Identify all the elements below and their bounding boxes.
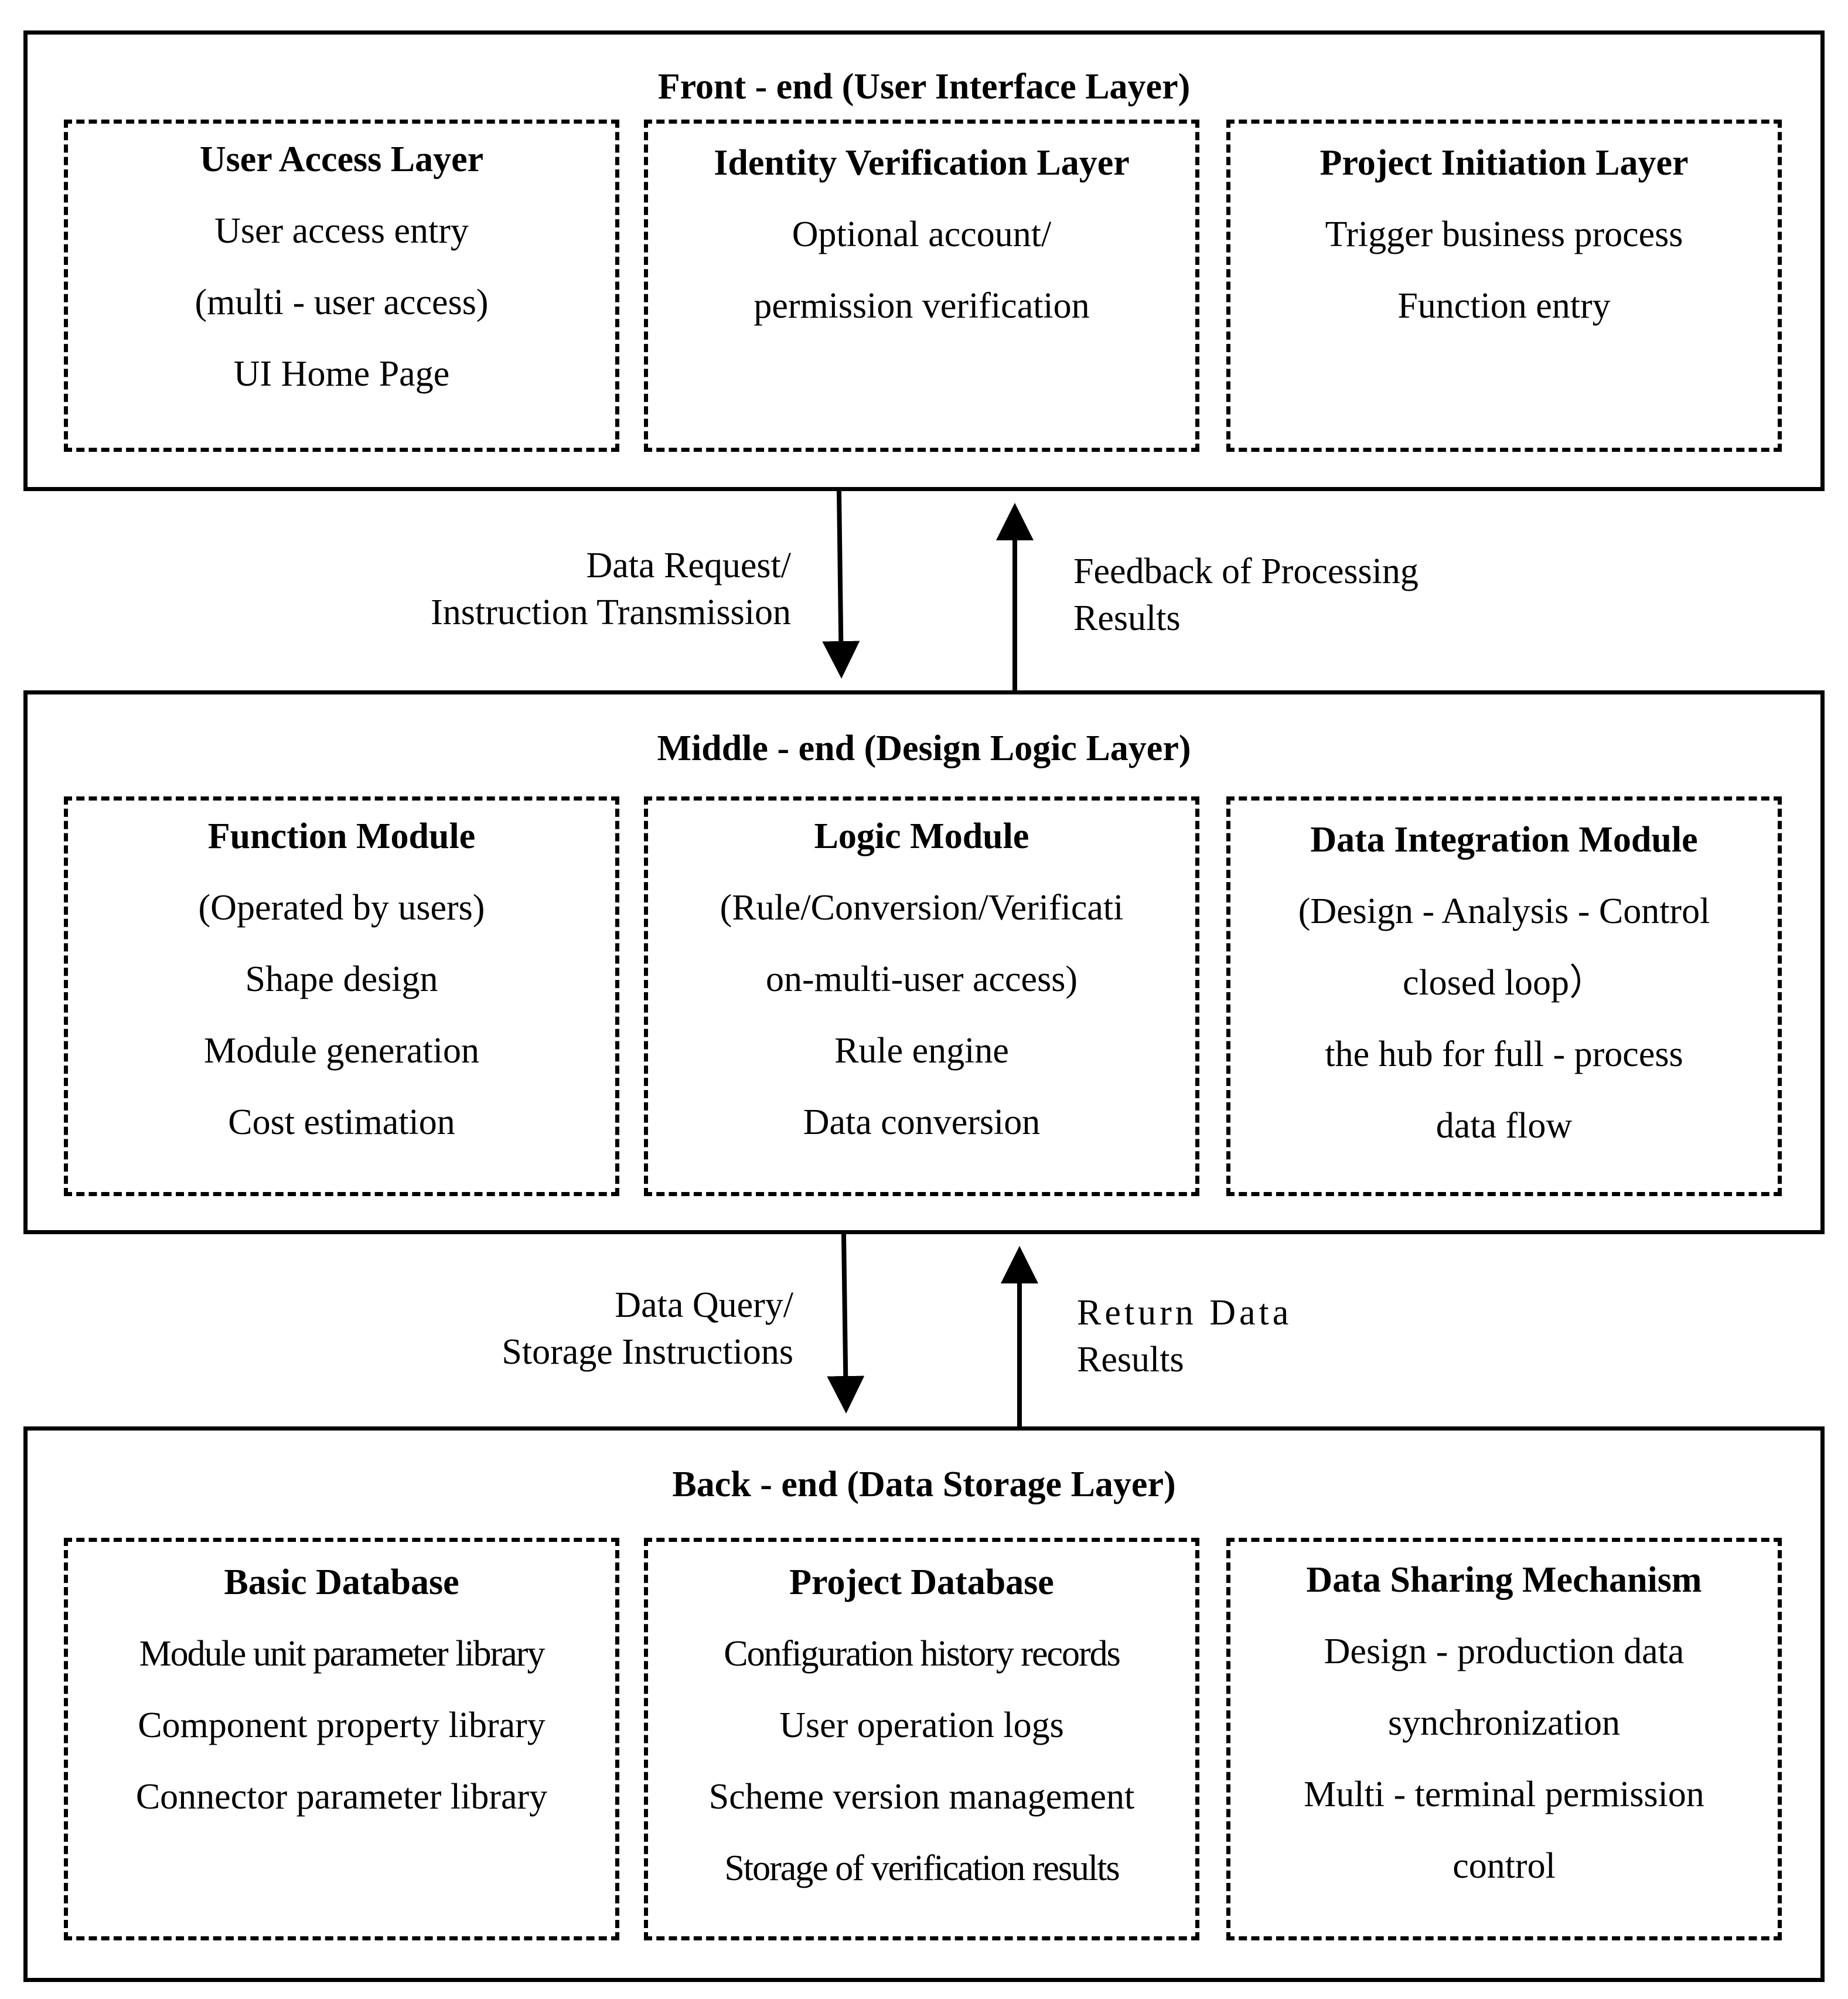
data-sharing-mechanism-module: Data Sharing Mechanism Design - producti… [1226,1538,1782,1940]
label-line: Data Request/ [586,546,791,585]
module-line: (multi - user access) [195,282,489,322]
middle-to-front-label: Feedback of Processing Results [1073,548,1419,642]
module-line: Component property library [138,1705,545,1745]
module-line: Data conversion [803,1102,1041,1142]
project-initiation-layer-module: Project Initiation Layer Trigger busines… [1226,120,1782,452]
module-title: Identity Verification Layer [714,143,1130,183]
function-module: Function Module (Operated by users) Shap… [64,796,619,1196]
user-access-layer-module: User Access Layer User access entry (mul… [64,120,619,452]
project-database-module: Project Database Configuration history r… [644,1538,1199,1940]
module-line: Cost estimation [228,1102,455,1142]
data-integration-module: Data Integration Module (Design - Analys… [1226,796,1782,1196]
label-line: Return Data [1077,1293,1293,1333]
module-line: Storage of verification results [724,1848,1120,1888]
module-title: Function Module [207,816,476,856]
module-line: Module unit parameter library [139,1634,545,1674]
middle-end-layer-title: Middle - end (Design Logic Layer) [657,728,1191,768]
module-line: Module generation [203,1031,480,1071]
module-line: synchronization [1387,1703,1620,1743]
module-line: (Design - Analysis - Control [1298,891,1710,931]
module-title: User Access Layer [199,139,484,179]
module-line: Function entry [1397,286,1611,326]
middle-to-back-label: Data Query/ Storage Instructions [502,1282,793,1375]
label-line: Instruction Transmission [431,592,791,632]
front-end-layer-title: Front - end (User Interface Layer) [657,67,1191,107]
front-to-middle-label: Data Request/ Instruction Transmission [431,542,791,636]
arrow-middle-to-back [827,1234,865,1414]
module-line: Design - production data [1324,1632,1685,1671]
module-line: Shape design [245,959,438,999]
module-line: User access entry [214,211,469,251]
module-line: Scheme version management [708,1777,1135,1817]
module-title: Project Database [789,1562,1054,1602]
identity-verification-layer-module: Identity Verification Layer Optional acc… [644,120,1199,452]
module-title: Basic Database [224,1562,459,1602]
module-line: UI Home Page [233,354,450,394]
label-line: Feedback of Processing [1073,551,1419,591]
module-line: on-multi-user access) [766,959,1078,999]
module-line: data flow [1436,1106,1573,1146]
module-line: User operation logs [779,1705,1064,1745]
module-title: Logic Module [814,816,1029,856]
label-line: Results [1073,598,1181,638]
back-to-middle-label: Return Data Results [1077,1289,1292,1383]
arrow-front-to-middle [822,491,860,679]
module-line: Configuration history records [724,1634,1121,1674]
module-title: Project Initiation Layer [1319,143,1689,183]
module-line: Multi - terminal permission [1304,1775,1704,1814]
front-end-layer: Front - end (User Interface Layer) User … [23,30,1825,491]
label-line: Results [1077,1340,1184,1380]
module-title: Data Integration Module [1310,820,1698,860]
module-line: (Rule/Conversion/Verificati [720,888,1124,928]
basic-database-module: Basic Database Module unit parameter lib… [64,1538,619,1940]
module-line: Trigger business process [1325,214,1683,254]
module-title: Data Sharing Mechanism [1306,1560,1702,1600]
middle-end-layer: Middle - end (Design Logic Layer) Functi… [23,690,1825,1234]
logic-module: Logic Module (Rule/Conversion/Verificati… [644,796,1199,1196]
back-end-layer-title: Back - end (Data Storage Layer) [672,1465,1176,1504]
label-line: Data Query/ [615,1285,793,1325]
module-line: the hub for full - process [1325,1034,1683,1074]
module-line: Rule engine [834,1031,1009,1071]
module-line: (Operated by users) [198,888,485,928]
module-line: closed loop） [1402,963,1606,1003]
module-line: control [1453,1846,1556,1886]
module-line: permission verification [753,286,1090,326]
module-line: Optional account/ [792,214,1052,254]
label-line: Storage Instructions [502,1332,793,1372]
module-line: Connector parameter library [135,1777,548,1817]
back-end-layer: Back - end (Data Storage Layer) Basic Da… [23,1426,1825,1982]
